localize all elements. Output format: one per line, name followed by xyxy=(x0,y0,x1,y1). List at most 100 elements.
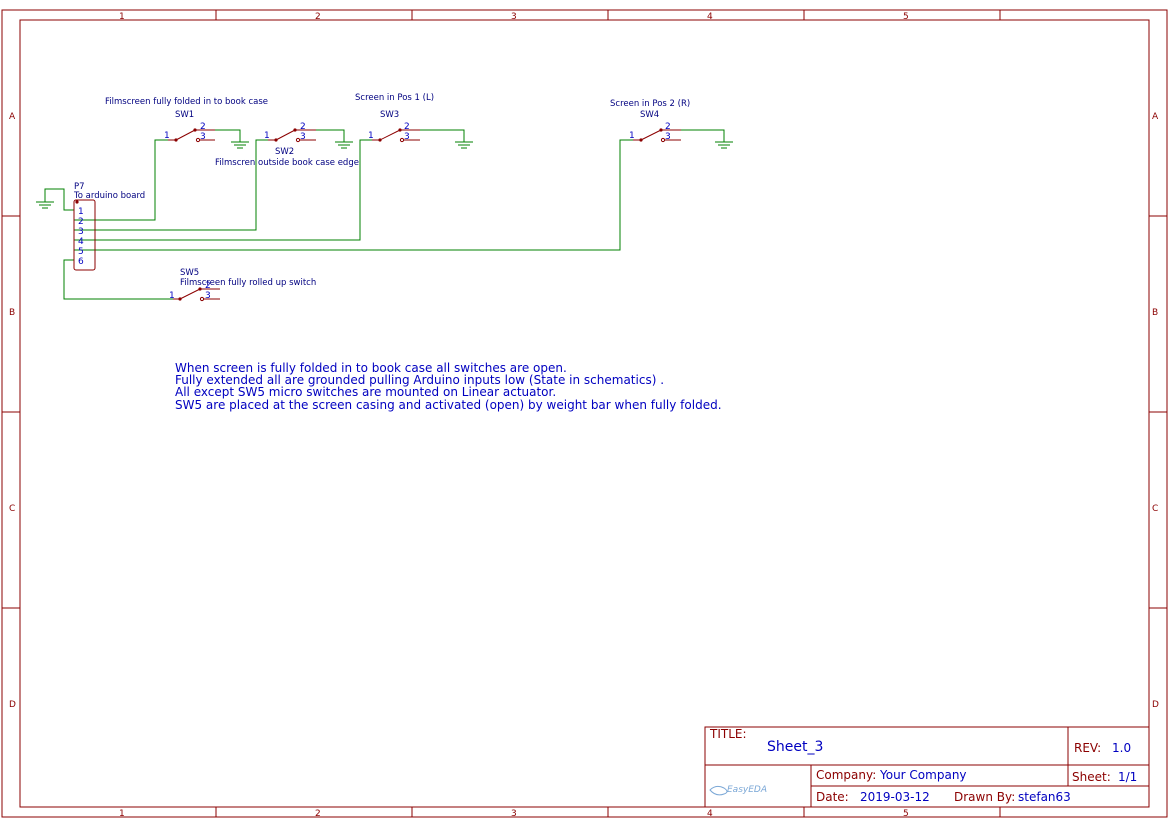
col-label: 4 xyxy=(707,12,713,22)
gnd-icon xyxy=(36,198,54,209)
col-label: 3 xyxy=(511,12,517,22)
sw3-pin2: 2 xyxy=(404,122,410,132)
note-line: All except SW5 micro switches are mounte… xyxy=(175,385,556,399)
sw5-desc: Filmscreen fully rolled up switch xyxy=(180,278,316,288)
p7-pin4: 4 xyxy=(78,237,84,247)
sw4-pin3: 3 xyxy=(665,132,671,142)
title-block: TITLE: Sheet_3 REV: 1.0 Company: Your Co… xyxy=(704,726,1150,808)
sw2-desc: Filmscren outside book case edge xyxy=(215,158,359,168)
col-label: 2 xyxy=(315,809,321,819)
connector-p7: 1 2 3 4 5 6 xyxy=(73,199,96,271)
row-label: B xyxy=(9,308,15,318)
wire-sw1-gnd xyxy=(215,129,241,140)
gnd-icon xyxy=(455,140,473,149)
sw3-pin3: 3 xyxy=(404,132,410,142)
wire-p7-sw2 xyxy=(74,139,268,231)
sw1-ref: SW1 xyxy=(175,110,194,120)
p7-ref: P7 xyxy=(74,182,85,192)
note-line: Fully extended all are grounded pulling … xyxy=(175,373,664,387)
col-label: 2 xyxy=(315,12,321,22)
col-label: 5 xyxy=(903,12,909,22)
sw5-pin1: 1 xyxy=(169,291,175,301)
wire-p7-sw4 xyxy=(74,139,633,251)
date-label: Date: xyxy=(816,790,849,804)
sw2-pin1: 1 xyxy=(264,131,270,141)
sheet-value: 1/1 xyxy=(1118,770,1137,784)
sheet-label: Sheet: xyxy=(1072,770,1111,784)
sw2-ref: SW2 xyxy=(275,147,294,157)
col-label: 3 xyxy=(511,809,517,819)
sw5-pin3: 3 xyxy=(205,291,211,301)
gnd-icon xyxy=(715,140,733,149)
easyeda-logo-icon: EasyEDA xyxy=(709,785,767,796)
wires xyxy=(44,129,725,300)
sw5-pin2: 2 xyxy=(205,281,211,291)
sw2-pin3: 3 xyxy=(300,132,306,142)
ruler-labels: 1 2 3 4 5 1 2 3 4 5 A B C D A B C D xyxy=(9,12,1159,819)
row-label: D xyxy=(9,700,16,710)
title-label: TITLE: xyxy=(709,727,747,741)
p7-desc: To arduino board xyxy=(73,191,145,201)
col-label: 1 xyxy=(119,12,125,22)
component-labels: Filmscreen fully folded in to book case … xyxy=(73,93,690,288)
logo-text: EasyEDA xyxy=(727,785,767,795)
sw1-pin1: 1 xyxy=(164,131,170,141)
wire-sw4-gnd xyxy=(681,129,725,140)
switch-sw2: 1 2 3 xyxy=(264,122,316,143)
sw1-pin3: 3 xyxy=(200,132,206,142)
wire-p7-sw3 xyxy=(74,139,372,241)
wire-p7-sw1 xyxy=(74,139,168,221)
sw4-pin1: 1 xyxy=(629,131,635,141)
p7-pin3: 3 xyxy=(78,227,84,237)
p7-pin6: 6 xyxy=(78,257,84,267)
switch-sw1: 1 2 3 xyxy=(164,122,215,143)
sw4-ref: SW4 xyxy=(640,110,659,120)
date-value: 2019-03-12 xyxy=(860,790,930,804)
sw4-desc: Screen in Pos 2 (R) xyxy=(610,99,690,109)
row-label: B xyxy=(1152,308,1158,318)
p7-pin2: 2 xyxy=(78,217,84,227)
row-label: C xyxy=(9,504,15,514)
wire-sw3-gnd xyxy=(420,129,465,140)
switch-sw5: 1 2 3 xyxy=(169,281,220,302)
company-value: Your Company xyxy=(879,768,967,782)
rev-label: REV: xyxy=(1074,741,1101,755)
p7-pin1: 1 xyxy=(78,207,84,217)
ground-symbols xyxy=(36,140,733,209)
note-line: When screen is fully folded in to book c… xyxy=(175,361,567,375)
sw2-pin2: 2 xyxy=(300,122,306,132)
sheet-title: Sheet_3 xyxy=(767,739,823,755)
notes: When screen is fully folded in to book c… xyxy=(175,361,722,412)
ruler-ticks xyxy=(2,10,1167,817)
wire-p7-sw5 xyxy=(63,259,173,300)
sw1-desc: Filmscreen fully folded in to book case xyxy=(105,97,268,107)
rev-value: 1.0 xyxy=(1112,741,1131,755)
company-label: Company: xyxy=(816,768,876,782)
wire-sw2-gnd xyxy=(316,129,345,140)
gnd-icon xyxy=(231,140,249,149)
switch-sw4: 1 2 3 xyxy=(629,122,681,143)
outer-border xyxy=(1,9,1168,818)
drawn-by-value: stefan63 xyxy=(1018,790,1071,804)
row-label: D xyxy=(1152,700,1159,710)
col-label: 5 xyxy=(903,809,909,819)
sw3-ref: SW3 xyxy=(380,110,399,120)
col-label: 4 xyxy=(707,809,713,819)
note-line: SW5 are placed at the screen casing and … xyxy=(175,398,722,412)
gnd-icon xyxy=(335,140,353,149)
row-label: C xyxy=(1152,504,1158,514)
switch-sw3: 1 2 3 xyxy=(368,122,420,143)
sw4-pin2: 2 xyxy=(665,122,671,132)
row-label: A xyxy=(1152,112,1159,122)
wire-p7-gnd xyxy=(44,188,74,211)
col-label: 1 xyxy=(119,809,125,819)
p7-pin5: 5 xyxy=(78,247,84,257)
row-label: A xyxy=(9,112,16,122)
drawn-by-label: Drawn By: xyxy=(954,790,1015,804)
inner-border xyxy=(19,19,1150,808)
sw3-desc: Screen in Pos 1 (L) xyxy=(355,93,434,103)
sw5-ref: SW5 xyxy=(180,268,199,278)
sw3-pin1: 1 xyxy=(368,131,374,141)
sw1-pin2: 2 xyxy=(200,122,206,132)
